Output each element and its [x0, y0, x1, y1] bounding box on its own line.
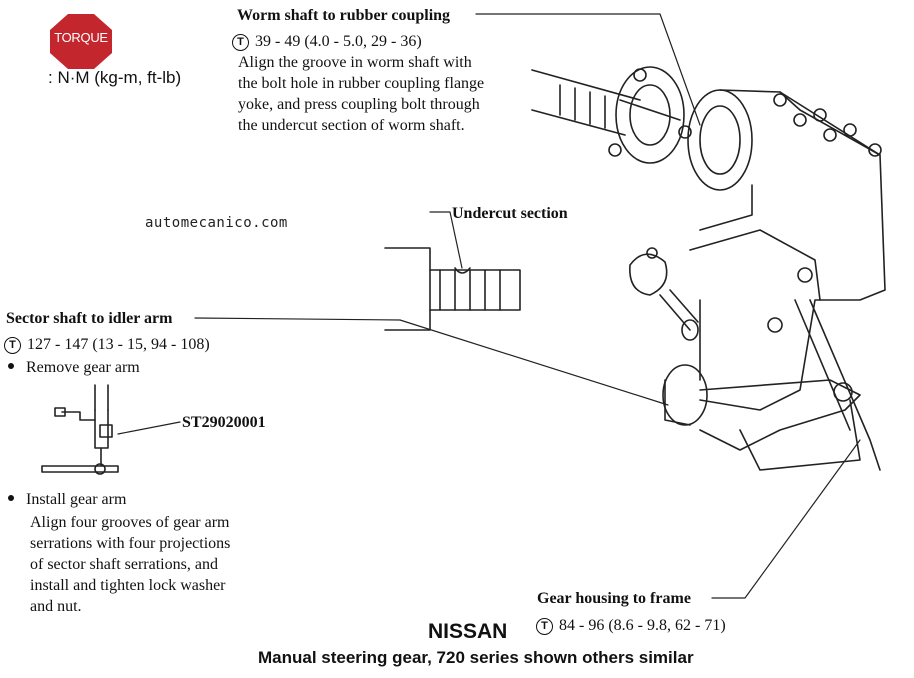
gear-housing-torque-row: T 84 - 96 (8.6 - 9.8, 62 - 71)	[536, 615, 726, 636]
rubber-coupling	[608, 66, 692, 164]
install-line: serrations with four projections	[30, 535, 231, 552]
torque-units-legend: : N·M (kg-m, ft-lb)	[48, 68, 182, 87]
gear-housing	[687, 89, 886, 411]
brand-label: NISSAN	[428, 620, 508, 643]
remove-gear-arm-text: Remove gear arm	[26, 359, 140, 376]
worm-shaft-line: yoke, and press coupling bolt through	[238, 96, 480, 113]
torque-symbol-icon: T	[232, 34, 249, 51]
install-gear-arm-text: Install gear arm	[26, 491, 127, 508]
sector-shaft-title: Sector shaft to idler arm	[6, 310, 173, 327]
undercut-section-label: Undercut section	[452, 205, 568, 222]
install-line: of sector shaft serrations, and	[30, 556, 218, 573]
undercut-detail	[384, 247, 521, 331]
leader-lines	[117, 13, 861, 599]
torque-symbol-icon: T	[4, 337, 21, 354]
watermark: automecanico.com	[145, 215, 288, 231]
install-gear-arm-instructions: Align four grooves of gear arm serration…	[30, 512, 230, 617]
torque-badge-octagon	[50, 14, 112, 69]
install-line: Align four grooves of gear arm	[30, 514, 230, 531]
worm-shaft-torque-row: T 39 - 49 (4.0 - 5.0, 29 - 36)	[232, 31, 422, 52]
sector-shaft-torque: 127 - 147 (13 - 15, 94 - 108)	[27, 336, 210, 353]
worm-shaft-line: the bolt hole in rubber coupling flange	[238, 75, 485, 92]
worm-shaft-line: the undercut section of worm shaft.	[238, 117, 465, 134]
torque-badge-label: TORQUE	[54, 30, 108, 45]
worm-shaft-instructions: Align the groove in worm shaft with the …	[238, 52, 484, 136]
worm-shaft-title: Worm shaft to rubber coupling	[237, 7, 451, 24]
gear-housing-title: Gear housing to frame	[537, 590, 691, 607]
install-line: and nut.	[30, 598, 82, 615]
bullet-icon	[8, 495, 14, 501]
torque-symbol-icon: T	[536, 618, 553, 635]
gear-arm-puller-tool	[41, 384, 119, 475]
gear-arm	[662, 299, 881, 471]
install-line: install and tighten lock washer	[30, 577, 226, 594]
bullet-icon	[8, 363, 14, 369]
tie-rod-end	[629, 247, 699, 341]
worm-shaft-torque: 39 - 49 (4.0 - 5.0, 29 - 36)	[255, 33, 422, 50]
tool-number-label: ST29020001	[182, 414, 266, 431]
worm-shaft	[531, 69, 641, 136]
worm-shaft-line: Align the groove in worm shaft with	[238, 54, 472, 71]
gear-housing-torque: 84 - 96 (8.6 - 9.8, 62 - 71)	[559, 617, 726, 634]
remove-gear-arm-step: Remove gear arm	[8, 357, 140, 378]
sector-shaft-torque-row: T 127 - 147 (13 - 15, 94 - 108)	[4, 334, 210, 355]
install-gear-arm-step: Install gear arm	[8, 489, 126, 510]
figure-caption: Manual steering gear, 720 series shown o…	[258, 648, 694, 667]
